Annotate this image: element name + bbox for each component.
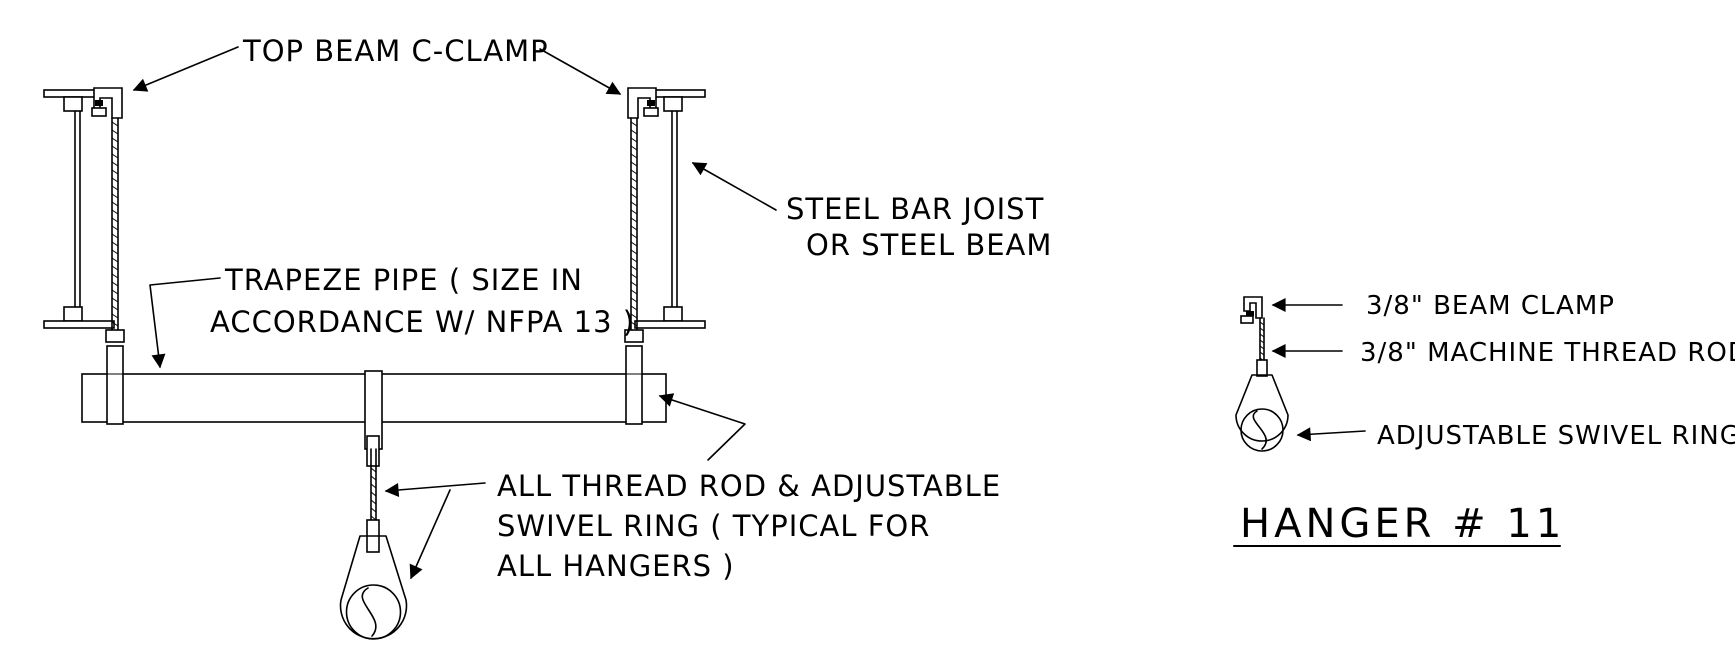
leader-trapeze-pipe bbox=[149, 277, 221, 369]
right-pipe-clamp bbox=[625, 345, 643, 425]
small-beam-clamp bbox=[1240, 296, 1263, 324]
label-top-beam-clamp: TOP BEAM C-CLAMP bbox=[242, 34, 549, 68]
right-beam-c-clamp bbox=[627, 87, 659, 119]
left-steel-joist bbox=[43, 89, 115, 329]
leader-rod-and-ring bbox=[384, 482, 486, 580]
label-swivel-ring: ADJUSTABLE SWIVEL RING bbox=[1377, 421, 1735, 451]
small-machine-thread-rod bbox=[1256, 317, 1268, 377]
right-hanger-rod bbox=[624, 117, 644, 343]
leader-steel-joist bbox=[691, 162, 777, 211]
leader-small-swivel-ring bbox=[1296, 427, 1366, 442]
left-pipe-clamp bbox=[106, 345, 124, 425]
left-hanger-rod bbox=[105, 117, 125, 343]
center-swivel-ring bbox=[339, 535, 408, 640]
label-rod-ring-line2: SWIVEL RING ( TYPICAL FOR bbox=[497, 509, 930, 543]
label-steel-joist-line1: STEEL BAR JOIST bbox=[786, 192, 1044, 226]
hanger-title: HANGER # 11 bbox=[1240, 501, 1565, 547]
leader-pipe-end bbox=[658, 393, 746, 461]
small-swivel-ring bbox=[1235, 374, 1289, 452]
right-steel-joist bbox=[634, 89, 706, 329]
label-beam-clamp: 3/8" BEAM CLAMP bbox=[1366, 291, 1615, 321]
center-hanger-rod bbox=[366, 435, 380, 553]
label-trapeze-line1: TRAPEZE PIPE ( SIZE IN bbox=[224, 263, 583, 297]
leader-top-beam-clamp-left bbox=[132, 46, 239, 92]
label-machine-thread-rod: 3/8" MACHINE THREAD ROD bbox=[1360, 338, 1735, 368]
label-rod-ring-line1: ALL THREAD ROD & ADJUSTABLE bbox=[497, 469, 1001, 503]
left-beam-c-clamp bbox=[91, 87, 123, 119]
label-trapeze-line2: ACCORDANCE W/ NFPA 13 ) bbox=[210, 305, 635, 339]
label-steel-joist-line2: OR STEEL BEAM bbox=[806, 228, 1052, 262]
leader-top-beam-clamp-right bbox=[539, 48, 622, 95]
label-rod-ring-line3: ALL HANGERS ) bbox=[497, 549, 735, 583]
